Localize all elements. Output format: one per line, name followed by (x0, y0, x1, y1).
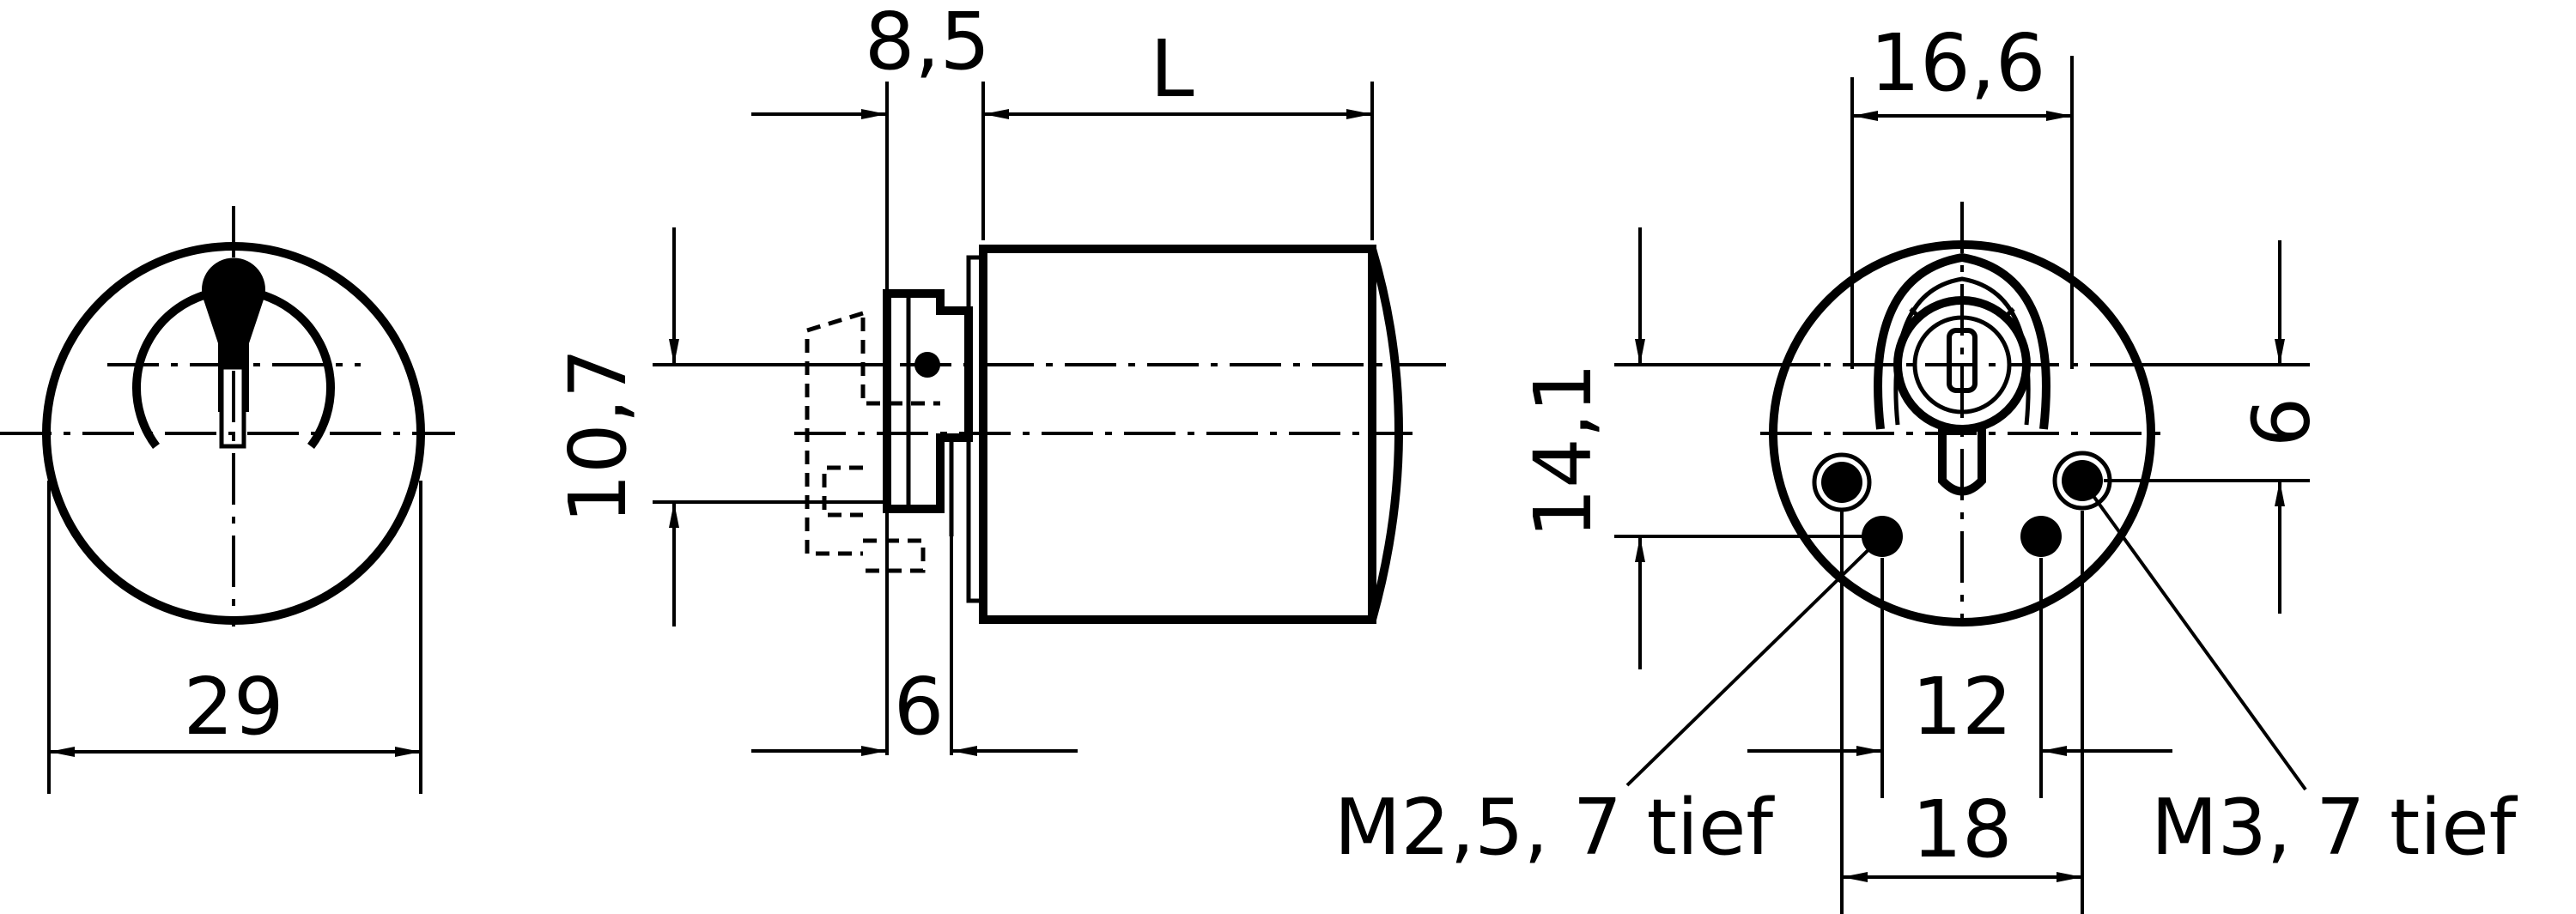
front-step-outline (883, 289, 973, 513)
hole-m3-left (1821, 462, 1862, 503)
side-dim-length: L (1150, 23, 1194, 115)
rear-dim-top: 16,6 (1870, 17, 2046, 109)
hidden-lower (863, 538, 926, 573)
cam-tick-right (2001, 307, 2015, 321)
note-left-thread: M2,5, 7 tief (1334, 783, 1776, 873)
leader-left (1625, 535, 1884, 787)
cam-tick-left (1909, 307, 1923, 321)
side-dim-height: 10,7 (552, 348, 644, 524)
leader-right (2081, 479, 2307, 791)
rear-dim-inner-spacing: 12 (1911, 661, 2012, 753)
rear-dim-outer-spacing: 18 (1911, 784, 2012, 875)
rear-dim-height: 14,1 (1517, 363, 1609, 539)
side-dim-step: 6 (894, 661, 945, 753)
hole-m3-left-ring (1812, 452, 1872, 512)
front-view: 29 (0, 206, 455, 794)
rear-view: 16,6 14,1 9 12 18 M2,5, 7 tief M3, 7 tie… (1334, 17, 2518, 914)
hidden-cam (822, 318, 940, 518)
front-dim-width: 29 (183, 661, 283, 753)
side-dim-flange: 8,5 (865, 0, 990, 88)
rear-dim-offset: 9 (2233, 397, 2324, 448)
hole-m25-right (2020, 516, 2062, 557)
hidden-upper (805, 311, 864, 556)
cam-housing-outer (1874, 252, 2050, 430)
side-view: 8,5 L 10,7 6 (552, 0, 1451, 756)
note-right-thread: M3, 7 tief (2151, 783, 2518, 873)
